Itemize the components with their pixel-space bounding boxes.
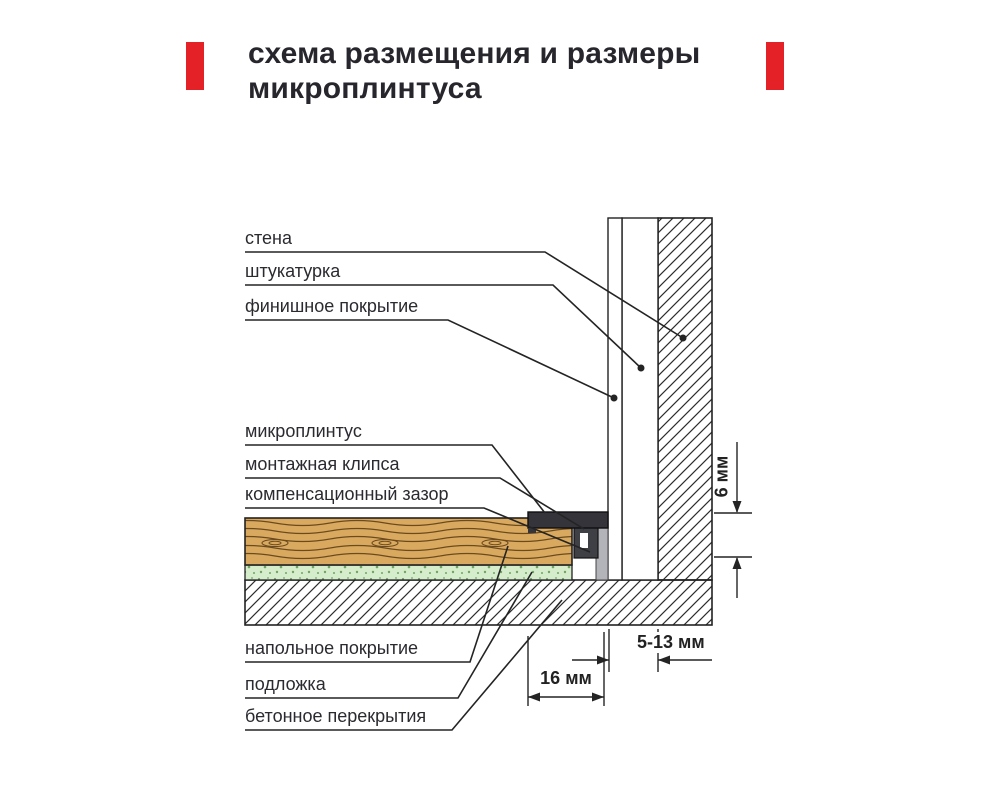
leader-finish bbox=[245, 319, 615, 399]
label-mounting-clip: монтажная клипса bbox=[245, 454, 400, 474]
floor-covering-layer bbox=[244, 517, 573, 566]
label-concrete-slab: бетонное перекрытия bbox=[245, 706, 427, 726]
leader-lines bbox=[245, 251, 684, 731]
label-microplinth: микроплинтус bbox=[245, 421, 362, 441]
dimension-6mm: 6 мм bbox=[711, 455, 732, 498]
leader-dot-finish bbox=[610, 394, 618, 402]
dim-16mm-lines bbox=[527, 632, 605, 706]
leader-microplinth bbox=[245, 444, 546, 514]
leader-wall bbox=[245, 251, 684, 339]
title-accent-bar-right bbox=[766, 42, 784, 90]
label-plaster: штукатурка bbox=[245, 261, 341, 281]
plaster-layer bbox=[621, 217, 659, 581]
underlay-layer bbox=[244, 564, 573, 581]
dim-5-13mm-arrows bbox=[597, 655, 670, 665]
leader-clip bbox=[245, 477, 585, 530]
label-underlay: подложка bbox=[245, 674, 326, 694]
leader-dots bbox=[610, 334, 687, 402]
clip-slot bbox=[580, 533, 588, 548]
wall-section bbox=[657, 217, 713, 581]
dimension-16mm: 16 мм bbox=[531, 668, 601, 689]
label-floor-covering: напольное покрытие bbox=[245, 638, 419, 658]
concrete-slab-section bbox=[244, 579, 713, 626]
leader-plaster bbox=[245, 284, 642, 369]
leader-dot-wall bbox=[679, 334, 687, 342]
leader-floor-covering bbox=[245, 545, 509, 663]
page-title: схема размещения и размеры микроплинтуса bbox=[248, 36, 701, 106]
page-title-line2: микроплинтуса bbox=[248, 72, 482, 105]
label-expansion-gap: компенсационный зазор bbox=[245, 484, 449, 504]
leader-underlay bbox=[245, 571, 533, 699]
leader-gap bbox=[245, 507, 591, 553]
dimension-5-13mm: 5-13 мм bbox=[634, 632, 708, 653]
label-finish-coating: финишное покрытие bbox=[245, 296, 419, 316]
page-title-line1: схема размещения и размеры bbox=[248, 37, 701, 70]
label-wall: стена bbox=[245, 228, 293, 248]
leader-concrete bbox=[245, 599, 563, 731]
title-accent-bar-left bbox=[186, 42, 204, 90]
dim-6mm-arrows bbox=[732, 501, 742, 569]
microplinth-lip bbox=[528, 528, 536, 533]
dim-16mm-arrows bbox=[528, 692, 604, 702]
leader-dot-plaster bbox=[637, 364, 645, 372]
